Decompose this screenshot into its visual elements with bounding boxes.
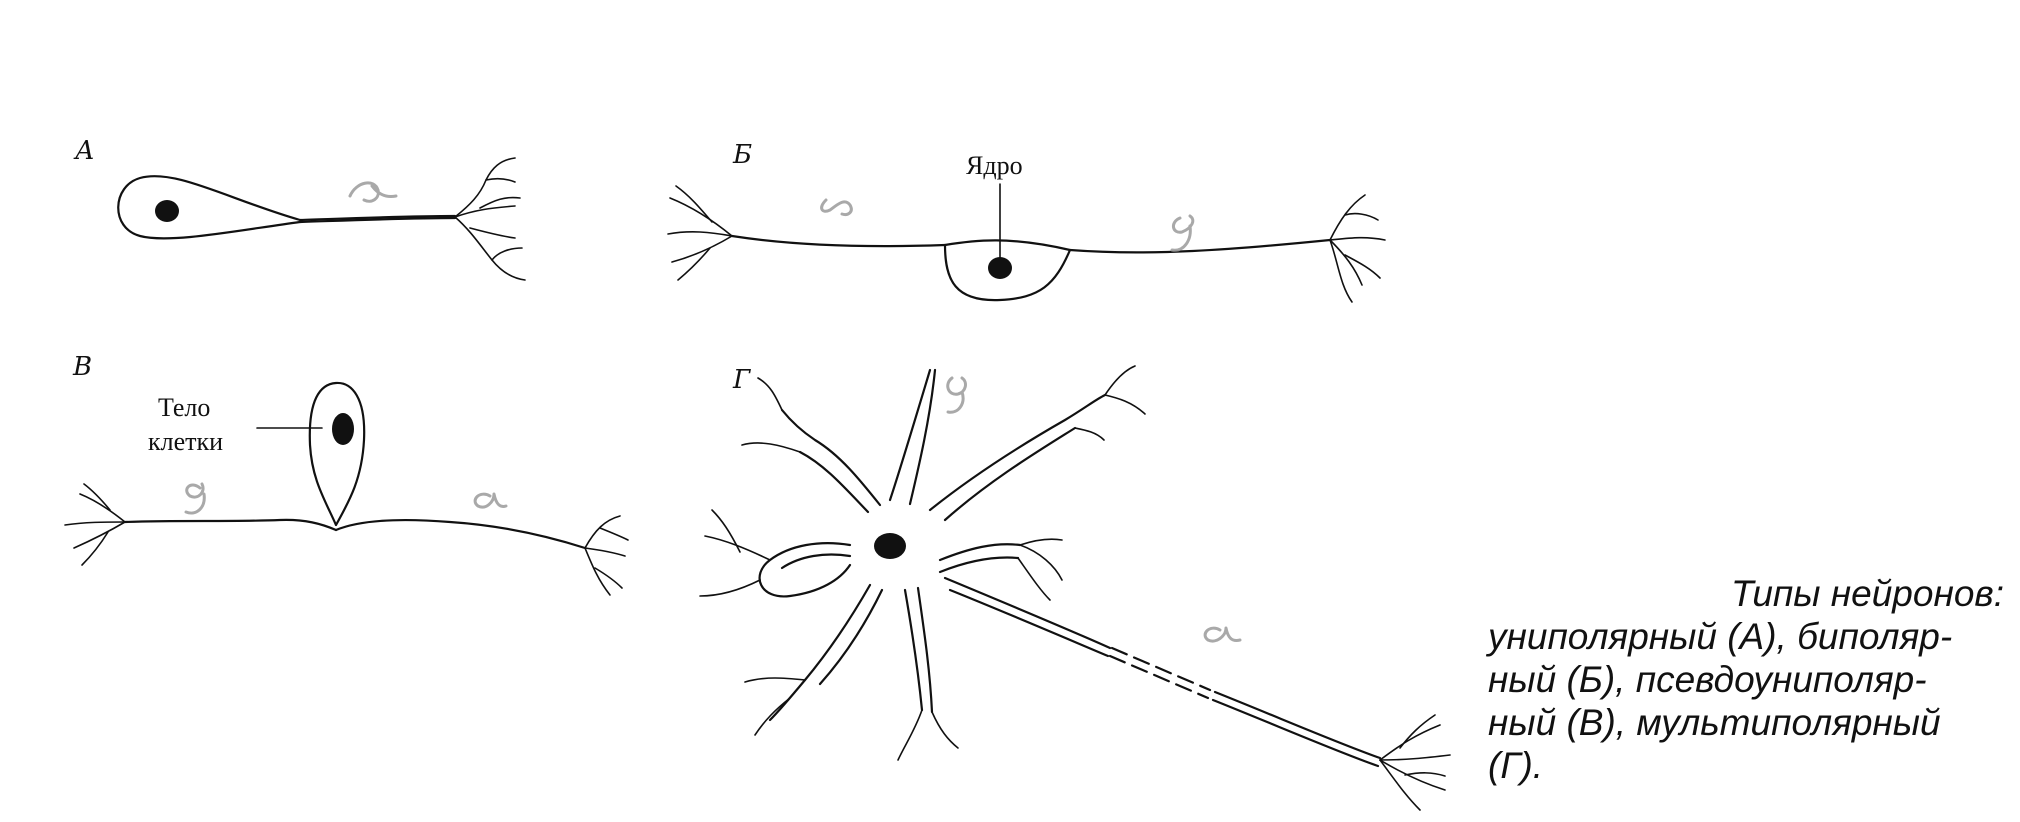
pencil-mark-a [348, 181, 398, 203]
multipolar-dendrites [699, 365, 1146, 761]
pseudounipolar-nucleus [332, 413, 354, 445]
pseudounipolar-cell-body [308, 381, 366, 527]
pseudounipolar-right-process [334, 519, 587, 550]
pencil-mark-v-right [473, 492, 508, 509]
multipolar-axon [943, 576, 1382, 768]
pencil-mark-v-left [184, 482, 206, 515]
panel-b-bipolar-neuron: Б Ядро [667, 140, 1386, 303]
bipolar-right-branches [1329, 194, 1386, 303]
caption-line-2: униполярный (А), биполяр- [1488, 616, 1953, 657]
panel-g-multipolar-neuron: Г [699, 365, 1451, 811]
panel-a-unipolar-neuron: А [73, 136, 526, 281]
pseudounipolar-right-branches [584, 515, 629, 596]
panel-g-label: Г [732, 365, 751, 395]
panel-b-label: Б [732, 140, 752, 170]
caption-line-4: ный (В), мультиполярный [1488, 702, 1941, 743]
caption-line-1: Типы нейронов: [1730, 573, 2004, 614]
bipolar-cell-body [943, 239, 1072, 302]
unipolar-nucleus [155, 200, 179, 222]
pencil-mark-g-top [946, 376, 967, 414]
multipolar-nucleus [874, 533, 906, 559]
bipolar-axon-left [730, 234, 947, 248]
multipolar-axon-terminals [1379, 714, 1451, 811]
cell-body-label-line2: клетки [148, 427, 223, 456]
pencil-mark-g-axon [1203, 626, 1242, 643]
pseudounipolar-left-branches [64, 483, 126, 566]
pencil-mark-b-right [1170, 214, 1195, 252]
panel-a-label: А [73, 136, 95, 166]
bipolar-axon-right [1068, 238, 1332, 254]
caption-line-5: (Г). [1488, 745, 1544, 786]
bipolar-left-branches [667, 185, 733, 281]
bipolar-nucleus [988, 257, 1012, 279]
panel-v-pseudounipolar-neuron: В Тело клетки [64, 352, 629, 596]
figure-caption: Типы нейронов: униполярный (А), биполяр-… [1488, 572, 2008, 787]
panel-v-label: В [72, 352, 92, 382]
pencil-mark-b-left [820, 198, 853, 216]
caption-line-3: ный (Б), псевдоуниполяр- [1488, 659, 1927, 700]
unipolar-cell-body [117, 175, 302, 240]
cell-body-label-line1: Тело [158, 393, 210, 422]
pseudounipolar-left-process [123, 518, 338, 532]
unipolar-terminal-branches [454, 157, 526, 281]
nucleus-label: Ядро [966, 151, 1023, 180]
